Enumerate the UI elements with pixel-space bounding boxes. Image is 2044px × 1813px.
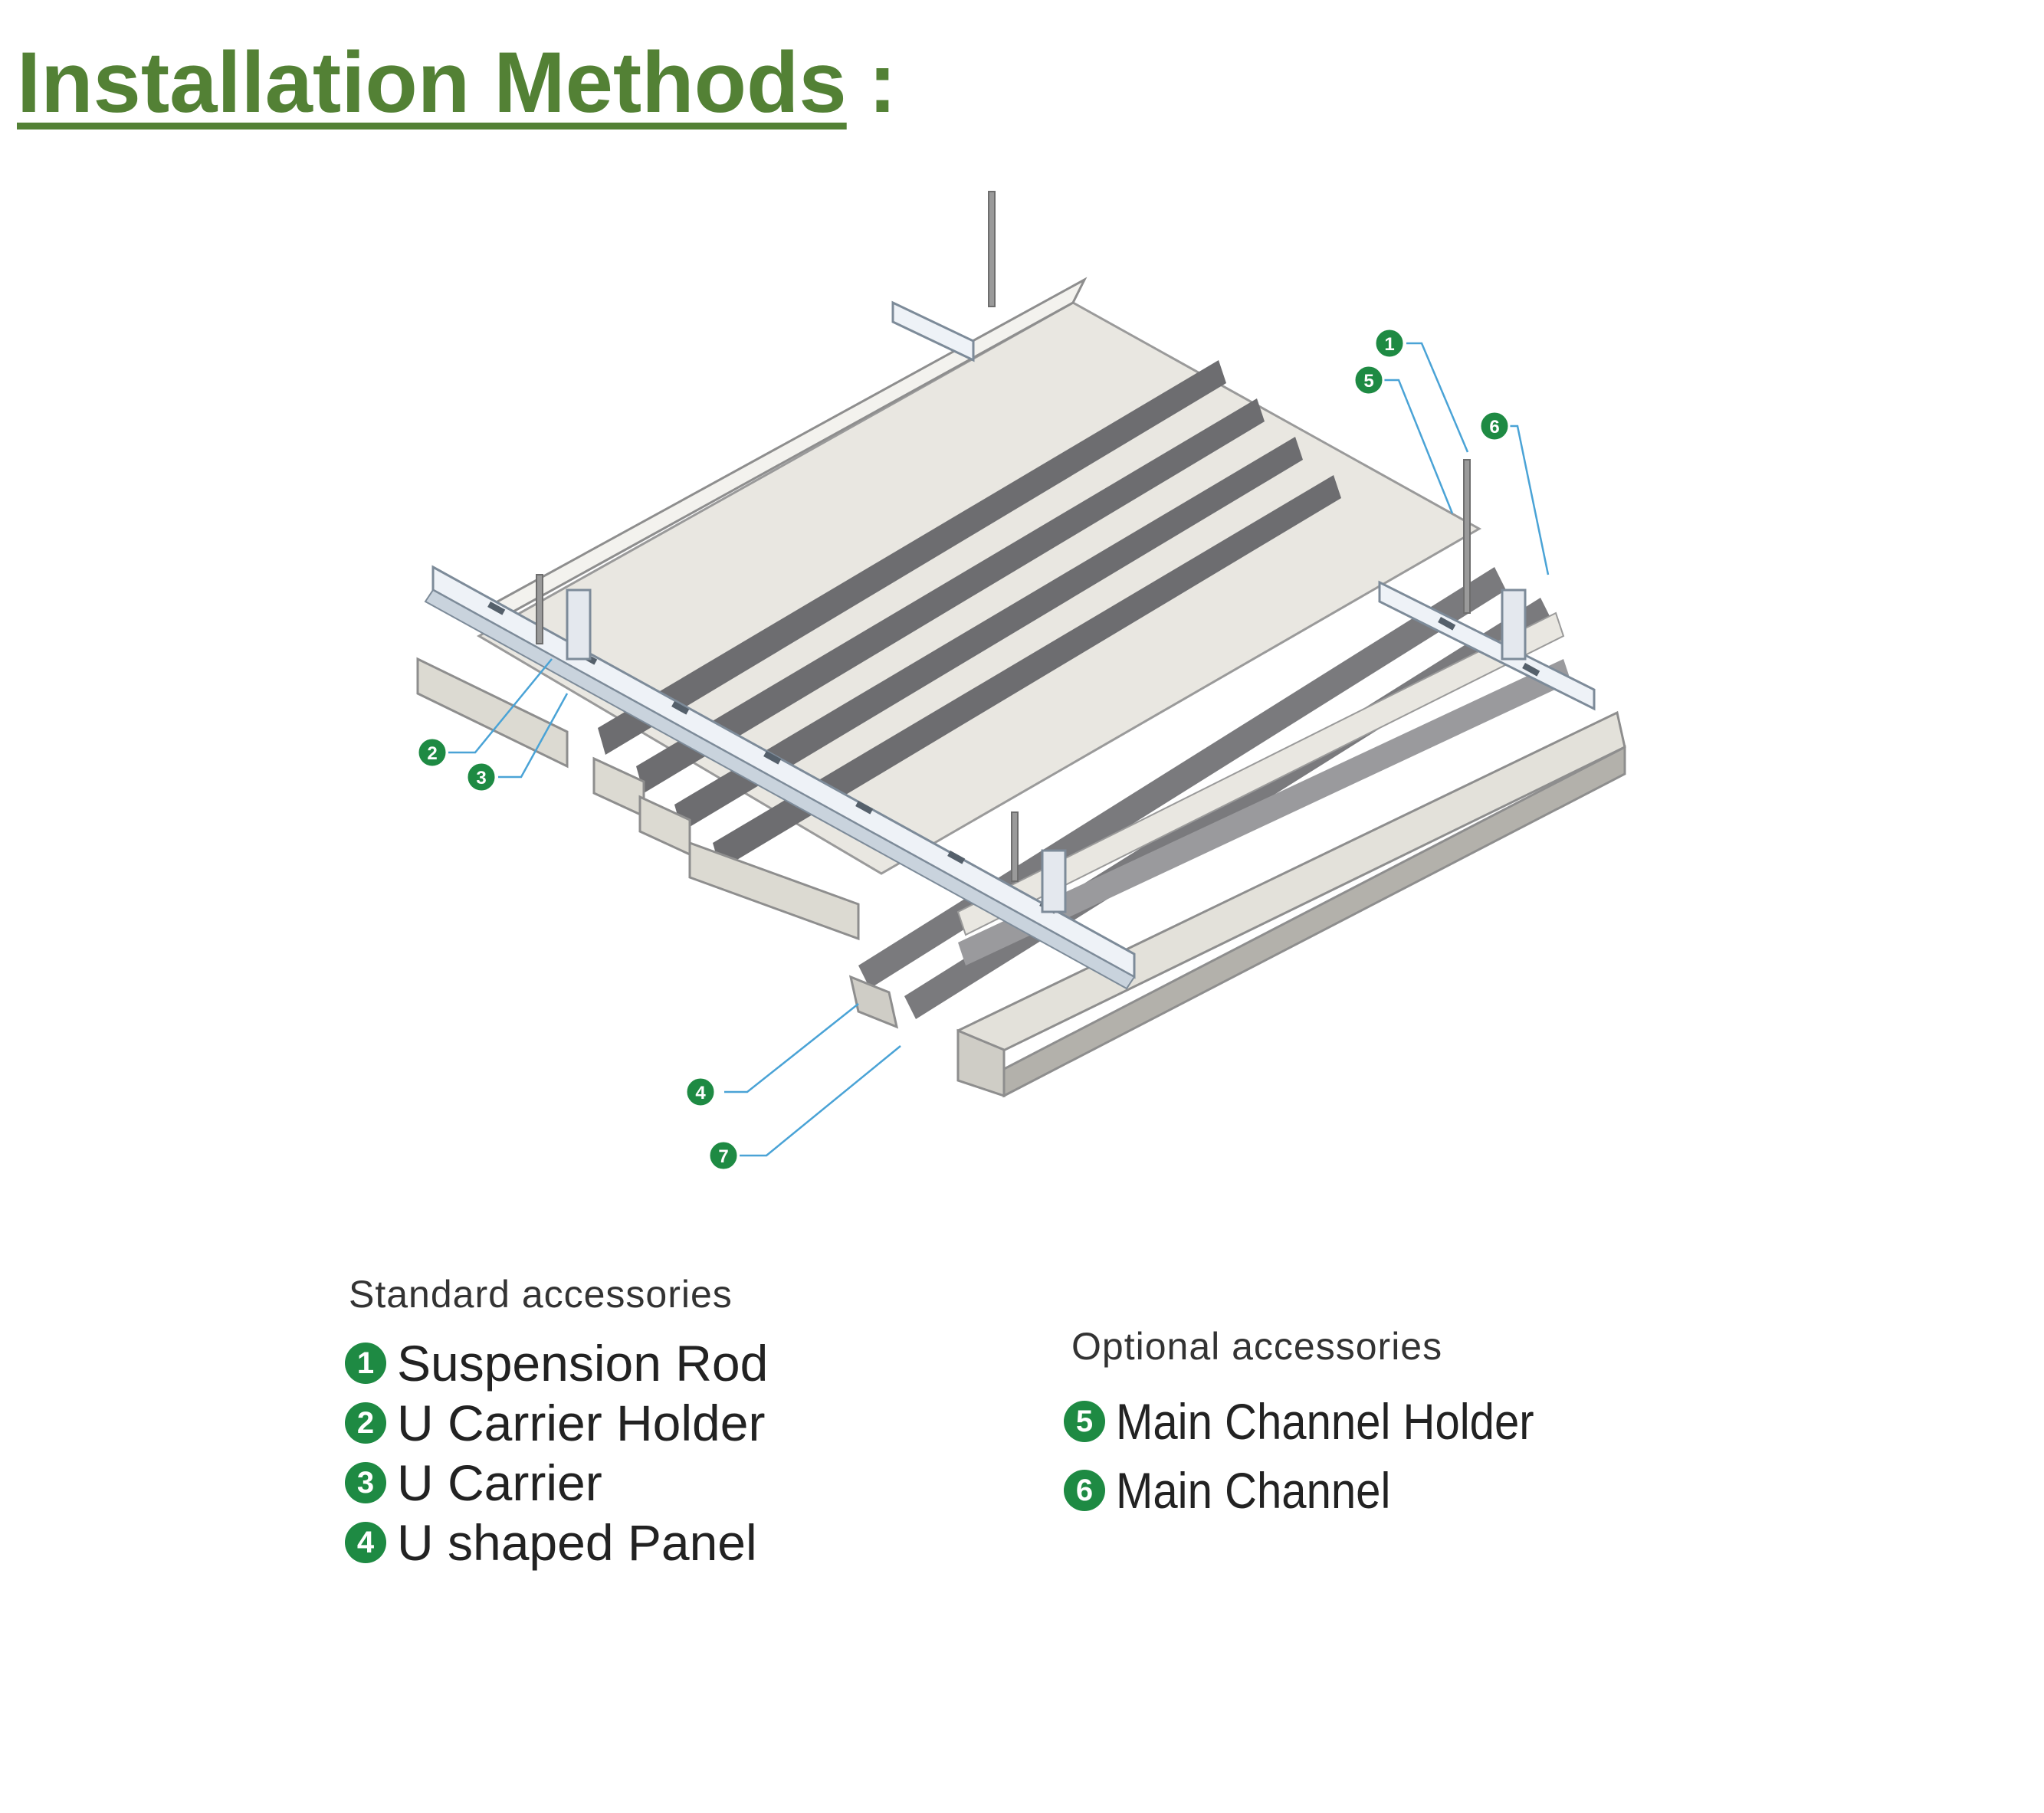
- callout-1: 1: [1373, 327, 1406, 359]
- panel-front-face-2: [592, 756, 645, 818]
- right-strip-3: [958, 659, 1571, 966]
- callout-4: 4: [684, 1076, 717, 1108]
- callout-5: 5: [1353, 364, 1385, 396]
- carrier-holder-right: [1501, 588, 1527, 661]
- optional-accessories-list: 5 Main Channel Holder 6 Main Channel: [1064, 1387, 1591, 1525]
- accessory-label: Main Channel: [1116, 1462, 1391, 1519]
- accessory-label: Main Channel Holder: [1116, 1393, 1534, 1450]
- svg-text:3: 3: [476, 768, 486, 788]
- panel-front-face: [416, 657, 569, 769]
- svg-text:2: 2: [427, 743, 437, 764]
- callout-6: 6: [1478, 410, 1511, 442]
- title-colon: :: [868, 34, 897, 130]
- standard-accessories-heading: Standard accessories: [349, 1273, 733, 1316]
- number-badge: 6: [1064, 1470, 1105, 1511]
- panel-strip-1: [598, 360, 1226, 755]
- svg-text:5: 5: [1363, 371, 1373, 392]
- list-item: 2 U Carrier Holder: [345, 1393, 768, 1453]
- carrier-holder-center: [1041, 849, 1067, 913]
- svg-text:7: 7: [718, 1146, 728, 1167]
- list-item: 3 U Carrier: [345, 1453, 768, 1513]
- optional-accessories-heading: Optional accessories: [1071, 1325, 1443, 1368]
- right-strip-light: [956, 611, 1565, 936]
- callout-3: 3: [465, 761, 497, 793]
- callout-7: 7: [707, 1139, 740, 1172]
- ceiling-installation-diagram: 1 5 6 2 3 4 7: [416, 191, 1626, 1172]
- callout-2: 2: [416, 736, 448, 769]
- accessory-label: U Carrier Holder: [397, 1395, 766, 1451]
- main-carrier-bar-left-lip: [424, 588, 1136, 990]
- list-item: 6 Main Channel: [1064, 1456, 1591, 1525]
- top-carrier-bar: [891, 300, 975, 362]
- panel-front-face-4: [688, 841, 860, 941]
- lower-u-panel: [848, 975, 899, 1029]
- suspension-rod-top: [988, 191, 996, 307]
- accessory-label: Suspension Rod: [397, 1335, 769, 1392]
- standard-accessories-list: 1 Suspension Rod 2 U Carrier Holder 3 U …: [345, 1333, 768, 1572]
- svg-text:1: 1: [1384, 334, 1394, 355]
- list-item: 5 Main Channel Holder: [1064, 1387, 1591, 1456]
- suspension-rod-right: [1463, 459, 1471, 614]
- suspension-rod-center: [1011, 811, 1019, 882]
- number-badge: 1: [345, 1343, 386, 1384]
- page-title-block: Installation Methods:: [17, 40, 897, 126]
- number-badge: 2: [345, 1402, 386, 1444]
- panel-strip-2: [636, 398, 1265, 793]
- front-u-panel-bottom: [1002, 745, 1626, 1098]
- list-item: 4 U shaped Panel: [345, 1513, 768, 1572]
- svg-text:6: 6: [1489, 417, 1499, 438]
- panel-strip-4: [713, 475, 1341, 870]
- svg-text:4: 4: [695, 1083, 706, 1103]
- number-badge: 3: [345, 1462, 386, 1503]
- page-title: Installation Methods: [17, 34, 847, 130]
- number-badge: 4: [345, 1522, 386, 1563]
- accessory-label: U Carrier: [397, 1454, 602, 1511]
- accessory-label: U shaped Panel: [397, 1514, 757, 1571]
- list-item: 1 Suspension Rod: [345, 1333, 768, 1393]
- number-badge: 5: [1064, 1401, 1105, 1442]
- carrier-holder-left: [566, 588, 592, 661]
- panel-strip-3: [674, 437, 1303, 831]
- suspension-rod-left: [536, 574, 543, 644]
